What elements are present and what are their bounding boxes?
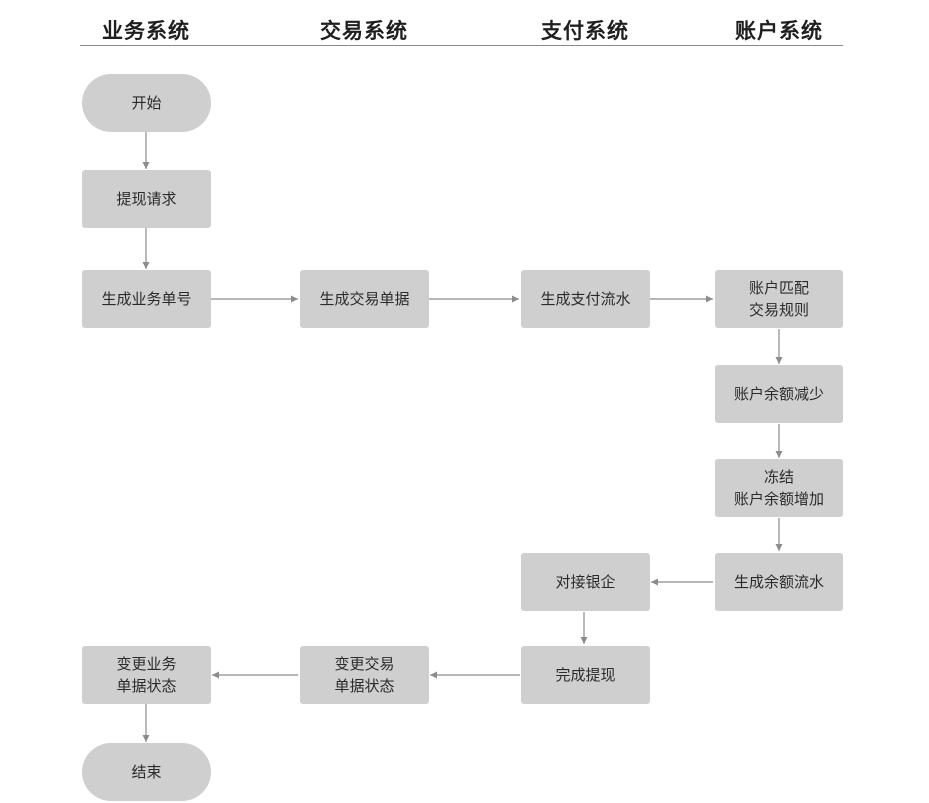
gen-trade-doc-step: 生成交易单据 — [300, 270, 429, 328]
change-business-status-step: 变更业务 单据状态 — [82, 646, 211, 704]
gen-business-no-step: 生成业务单号 — [82, 270, 211, 328]
gen-payment-flow-step: 生成支付流水 — [521, 270, 650, 328]
gen-trade-doc-label: 生成交易单据 — [319, 290, 410, 308]
change-business-status-label: 变更业务 单据状态 — [116, 655, 177, 695]
connect-bank-step: 对接银企 — [521, 553, 650, 611]
balance-decrease-step: 账户余额减少 — [715, 365, 843, 423]
change-trade-status-label: 变更交易 单据状态 — [334, 655, 395, 695]
account-match-rules-label: 账户匹配 交易规则 — [748, 279, 809, 319]
freeze-balance-increase-label: 冻结 账户余额增加 — [733, 468, 824, 508]
gen-business-no-label: 生成业务单号 — [101, 290, 192, 308]
withdraw-request-label: 提现请求 — [116, 190, 177, 208]
balance-decrease-label: 账户余额减少 — [733, 385, 824, 403]
account-match-rules-step: 账户匹配 交易规则 — [715, 270, 843, 328]
gen-balance-flow-step: 生成余额流水 — [715, 553, 843, 611]
complete-withdraw-label: 完成提现 — [555, 666, 616, 684]
gen-balance-flow-label: 生成余额流水 — [733, 573, 824, 591]
connect-bank-label: 对接银企 — [555, 573, 616, 591]
lane-title-trade: 交易系统 — [320, 19, 408, 43]
lane-title-business: 业务系统 — [102, 19, 190, 43]
freeze-balance-increase-step: 冻结 账户余额增加 — [715, 459, 843, 517]
start-label: 开始 — [131, 94, 162, 112]
end-label: 结束 — [131, 763, 162, 781]
change-trade-status-step: 变更交易 单据状态 — [300, 646, 429, 704]
lane-title-payment: 支付系统 — [541, 19, 629, 43]
gen-payment-flow-label: 生成支付流水 — [540, 290, 631, 308]
withdraw-request-step: 提现请求 — [82, 170, 211, 228]
end-terminal: 结束 — [82, 743, 211, 801]
start-terminal: 开始 — [82, 74, 211, 132]
header-divider — [80, 45, 843, 46]
complete-withdraw-step: 完成提现 — [521, 646, 650, 704]
lane-title-account: 账户系统 — [735, 19, 823, 43]
